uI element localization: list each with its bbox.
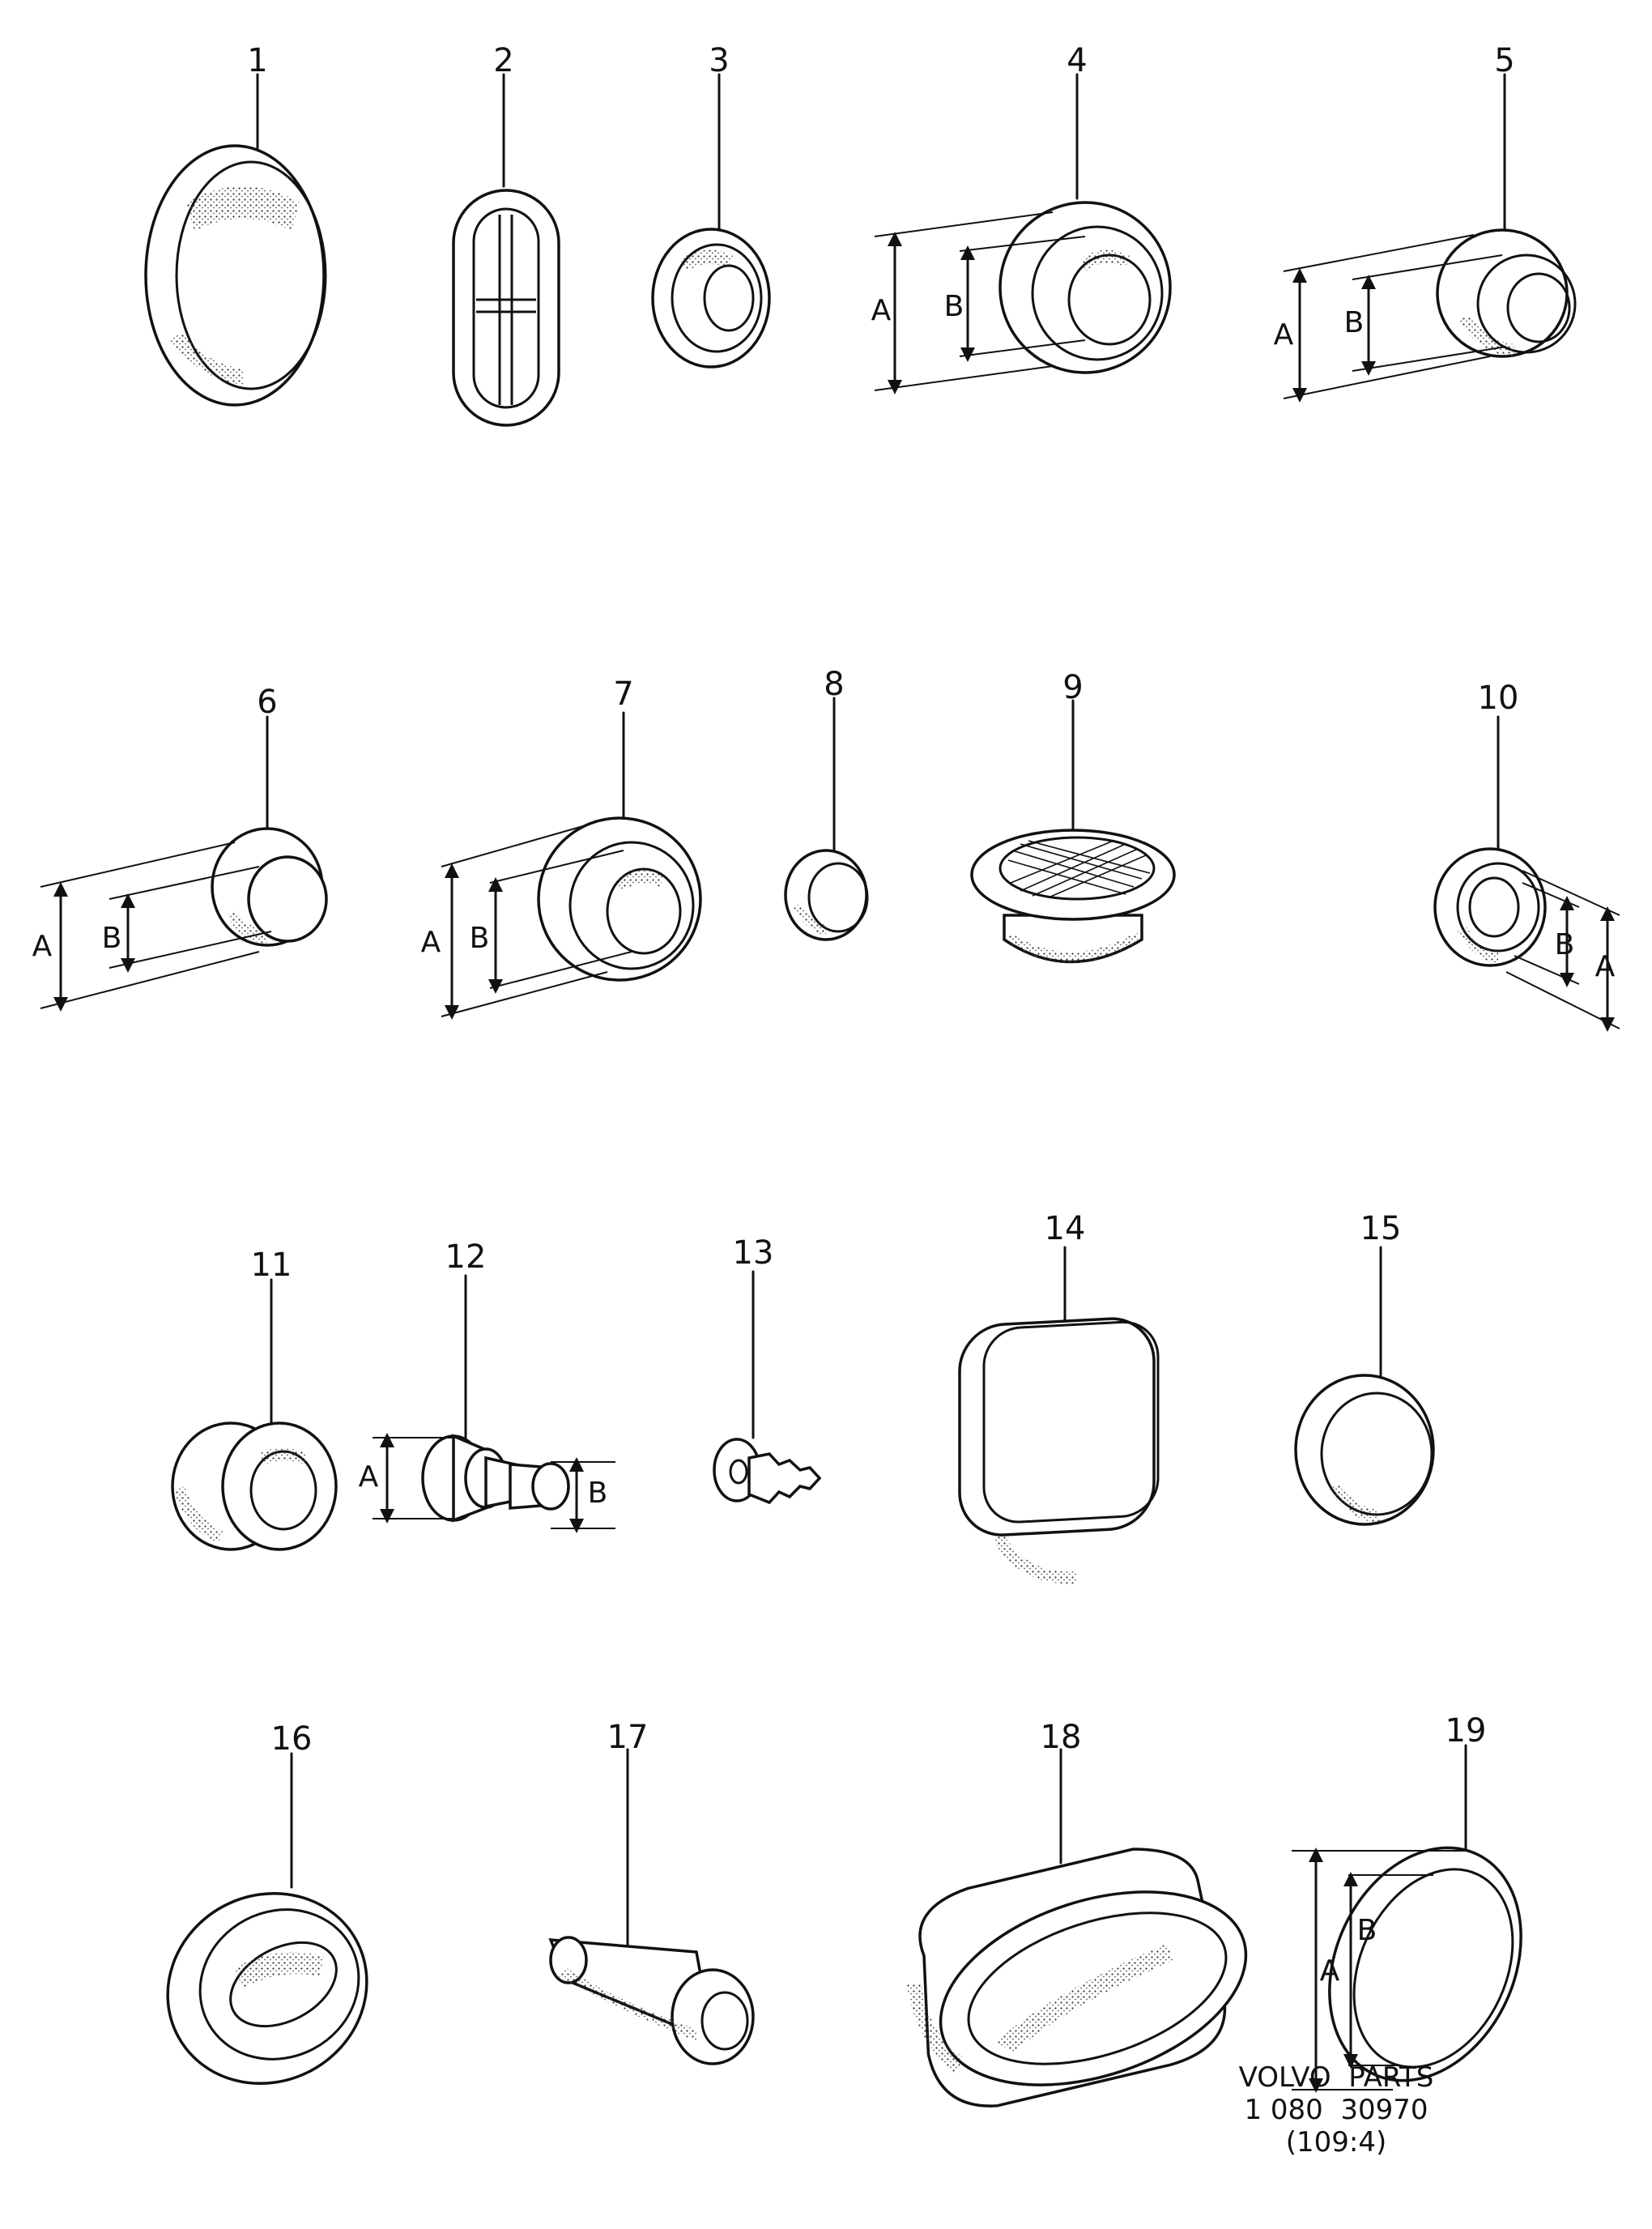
callout-8: 8 <box>824 666 844 703</box>
callout-1: 1 <box>247 42 267 79</box>
dim-label-b-7: B <box>470 922 490 955</box>
part-9-mesh-grommet <box>970 699 1176 964</box>
dim-label-b-6: B <box>102 922 122 955</box>
callout-12: 12 <box>445 1238 487 1276</box>
callout-4: 4 <box>1067 42 1087 79</box>
part-19-oval-ring <box>1292 1744 1522 2093</box>
part-16-oval-grommet <box>166 1752 368 2086</box>
part-18-oval-duct <box>907 1748 1248 2108</box>
dim-label-b-5: B <box>1344 306 1365 339</box>
part-11-grommet <box>171 1278 338 1551</box>
caption-brand: VOLVO PARTS <box>1238 2061 1434 2094</box>
callout-14: 14 <box>1045 1210 1086 1247</box>
dim-label-b-4: B <box>944 290 964 323</box>
part-13-push-clip <box>713 1270 822 1505</box>
part-8-ring <box>784 697 869 941</box>
part-15-ring <box>1294 1246 1435 1526</box>
callout-5: 5 <box>1494 42 1514 79</box>
callout-10: 10 <box>1478 680 1519 717</box>
callout-16: 16 <box>271 1720 313 1758</box>
callout-17: 17 <box>607 1719 649 1756</box>
dim-label-a-19: A <box>1320 1954 1340 1988</box>
dim-label-a-5: A <box>1274 318 1294 352</box>
part-5-grommet <box>1283 73 1577 403</box>
dim-label-a-4: A <box>871 294 892 327</box>
part-2-oval-grommet <box>452 73 560 427</box>
dim-label-a-10: A <box>1595 950 1616 983</box>
callout-6: 6 <box>257 684 277 721</box>
dim-label-b-19: B <box>1357 1914 1377 1947</box>
dim-label-a-6: A <box>32 930 53 963</box>
callout-3: 3 <box>709 42 729 79</box>
part-14-square-plug <box>958 1246 1160 1584</box>
callout-2: 2 <box>493 42 513 79</box>
callout-9: 9 <box>1062 669 1083 706</box>
dim-label-b-10: B <box>1555 928 1575 961</box>
part-6-plug <box>40 715 328 1012</box>
dim-label-a-12: A <box>359 1460 379 1494</box>
dim-label-a-7: A <box>421 926 441 959</box>
part-7-grommet <box>441 711 702 1020</box>
part-12-plug <box>373 1274 615 1533</box>
caption-part-number: 1 080 30970 <box>1244 2094 1428 2126</box>
part-17-boot <box>548 1748 755 2065</box>
callout-19: 19 <box>1446 1712 1487 1750</box>
callout-13: 13 <box>733 1234 774 1272</box>
part-10-grommet <box>1433 715 1620 1032</box>
callout-15: 15 <box>1360 1210 1402 1247</box>
callout-7: 7 <box>613 676 633 713</box>
callout-11: 11 <box>251 1247 292 1284</box>
part-4-grommet <box>874 73 1172 394</box>
part-3-grommet <box>651 73 771 369</box>
part-1-grommet <box>144 73 327 407</box>
dim-label-b-12: B <box>588 1477 608 1510</box>
parts-caption: VOLVO PARTS 1 080 30970 (109:4) <box>1182 2061 1490 2159</box>
caption-reference: (109:4) <box>1285 2126 1387 2159</box>
callout-18: 18 <box>1041 1719 1082 1756</box>
